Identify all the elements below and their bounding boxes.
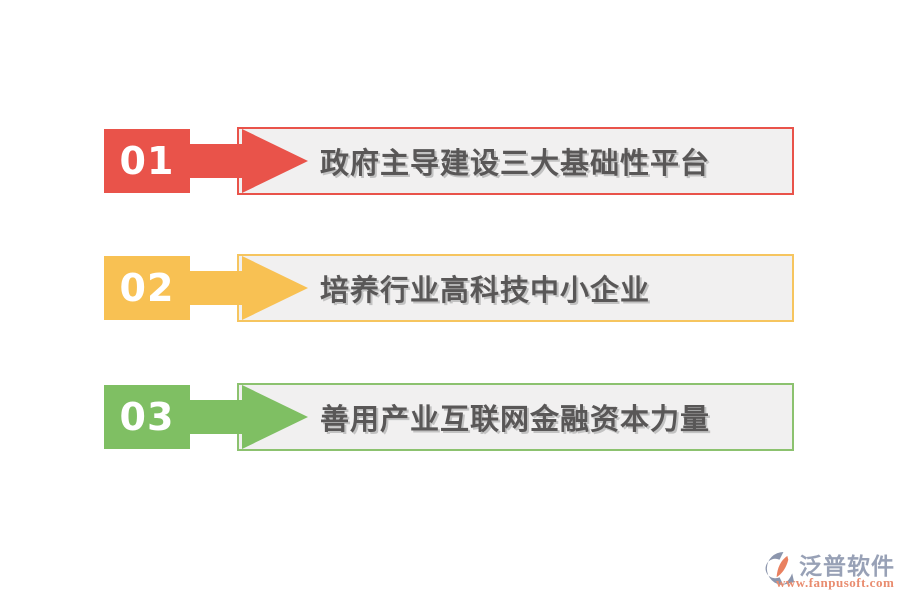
fanpu-logo-icon xyxy=(765,551,795,586)
item-label: 培养行业高科技中小企业 xyxy=(320,275,651,307)
item-number-block: 01 xyxy=(104,129,190,193)
item-label: 政府主导建设三大基础性平台 xyxy=(320,148,711,180)
brand-url: www.fanpusoft.com xyxy=(776,575,895,590)
brand-name: 泛普软件 xyxy=(799,553,895,579)
item-number: 01 xyxy=(119,139,175,183)
arrow-shaft xyxy=(186,400,244,434)
item-number-block: 03 xyxy=(104,385,190,449)
item-number: 02 xyxy=(119,266,175,310)
item-number: 03 xyxy=(119,395,175,439)
item-number-block: 02 xyxy=(104,256,190,320)
brand-watermark: 泛普软件 www.fanpusoft.com xyxy=(762,546,900,596)
arrow-head-icon xyxy=(242,385,308,449)
item-text-box: 培养行业高科技中小企业 xyxy=(237,254,794,322)
arrow-head-icon xyxy=(242,256,308,320)
list-item: 政府主导建设三大基础性平台 01 xyxy=(0,127,900,195)
arrow-shaft xyxy=(186,271,244,305)
arrow-head-icon xyxy=(242,129,308,193)
list-item: 善用产业互联网金融资本力量 03 xyxy=(0,383,900,451)
list-item: 培养行业高科技中小企业 02 xyxy=(0,254,900,322)
arrow-shaft xyxy=(186,144,244,178)
item-text-box: 政府主导建设三大基础性平台 xyxy=(237,127,794,195)
item-label: 善用产业互联网金融资本力量 xyxy=(320,404,711,436)
item-text-box: 善用产业互联网金融资本力量 xyxy=(237,383,794,451)
